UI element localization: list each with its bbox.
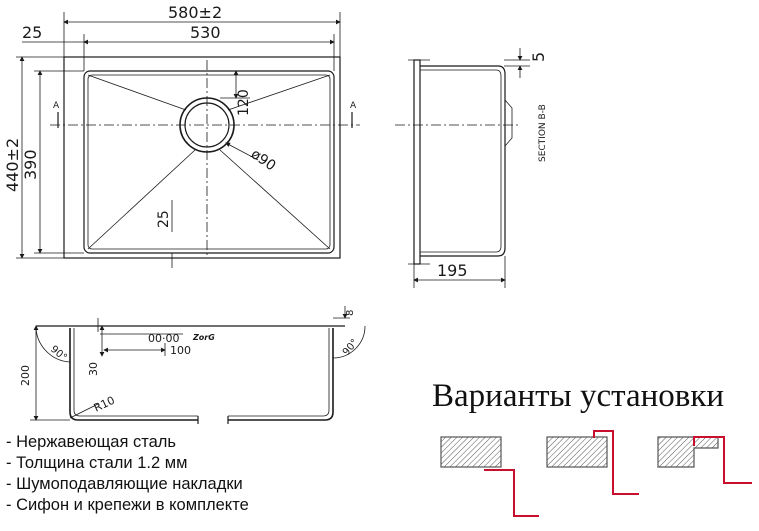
variant-flush-mount bbox=[546, 430, 639, 495]
dim-angle-right: 90° bbox=[341, 337, 361, 358]
variant-undermount bbox=[440, 436, 539, 517]
section-marker-left: A bbox=[53, 101, 60, 111]
dim-total-height: 440±2 bbox=[3, 138, 22, 192]
variant-inset bbox=[657, 436, 752, 484]
dim-front-depth: 200 bbox=[19, 365, 32, 386]
dim-flange: 25 bbox=[22, 23, 42, 42]
feature-item: - Шумоподавляющие накладки bbox=[6, 475, 243, 493]
installation-variants bbox=[440, 430, 752, 517]
feature-item: - Нержавеющая сталь bbox=[6, 433, 176, 451]
dim-drain-offset: 120 bbox=[236, 89, 252, 116]
dim-radius: R10 bbox=[92, 394, 117, 415]
dim-overflow-spacing: 100 bbox=[170, 344, 191, 357]
dim-inner-height: 390 bbox=[21, 149, 40, 180]
top-view: A A 580±2 530 25 440±2 390 120 ø90 25 bbox=[3, 3, 360, 268]
feature-item: - Сифон и крепежи в комплекте bbox=[6, 496, 249, 514]
dim-total-width: 580±2 bbox=[168, 3, 222, 22]
dim-corner-offset: 25 bbox=[156, 210, 172, 228]
section-marker-right: A bbox=[350, 101, 357, 111]
overflow-marks: 00·00 bbox=[148, 332, 180, 345]
section-view: 5 SECTION B-B 195 bbox=[395, 48, 548, 288]
installation-title: Варианты установки bbox=[432, 378, 725, 414]
dim-inner-width: 530 bbox=[190, 23, 221, 42]
feature-item: - Толщина стали 1.2 мм bbox=[6, 454, 188, 472]
section-label: SECTION B-B bbox=[538, 104, 548, 162]
front-view: 00·00 ZorG 90° 90° 8 200 30 100 R10 bbox=[19, 306, 366, 424]
dim-depth: 195 bbox=[437, 261, 468, 280]
dim-drain-diameter: ø90 bbox=[248, 146, 279, 174]
brand-logo: ZorG bbox=[192, 333, 215, 342]
dim-flange-thickness: 5 bbox=[529, 52, 548, 62]
dim-angle-left: 90° bbox=[48, 344, 69, 364]
dim-lip: 8 bbox=[345, 310, 356, 316]
dim-overflow-height: 30 bbox=[87, 362, 100, 376]
feature-list: - Нержавеющая сталь - Толщина стали 1.2 … bbox=[6, 432, 249, 516]
